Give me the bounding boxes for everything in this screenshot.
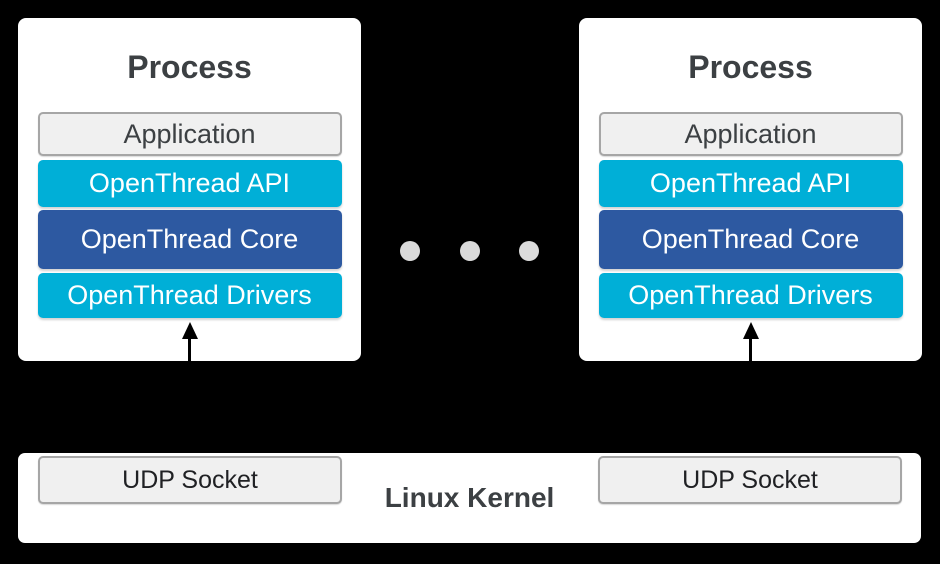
layer-application: Application: [37, 112, 342, 156]
ellipsis-dot: [400, 241, 420, 261]
up-arrow-icon: [742, 322, 759, 361]
process-card: Process Application OpenThread API OpenT…: [18, 18, 361, 361]
process-title: Process: [127, 49, 252, 85]
linux-kernel-panel: UDP Socket Linux Kernel UDP Socket: [18, 453, 921, 543]
linux-kernel-label: Linux Kernel: [384, 482, 555, 513]
process-title: Process: [688, 49, 813, 85]
layer-openthread-core: OpenThread Core: [37, 210, 342, 269]
arrow-shaft: [188, 339, 191, 361]
layer-openthread-api: OpenThread API: [37, 160, 342, 207]
arrow-head: [742, 322, 759, 339]
layer-openthread-core: OpenThread Core: [598, 210, 903, 269]
up-arrow-icon: [181, 322, 198, 361]
layer-openthread-drivers: OpenThread Drivers: [598, 273, 903, 318]
udp-socket-box: UDP Socket: [598, 456, 902, 504]
layer-openthread-drivers: OpenThread Drivers: [37, 273, 342, 318]
arrow-head: [181, 322, 198, 339]
udp-socket-box: UDP Socket: [38, 456, 342, 504]
arrow-shaft: [749, 339, 752, 361]
layer-openthread-api: OpenThread API: [598, 160, 903, 207]
layer-application: Application: [598, 112, 903, 156]
ellipsis-dot: [460, 241, 480, 261]
process-card: Process Application OpenThread API OpenT…: [579, 18, 922, 361]
ellipsis-dot: [519, 241, 539, 261]
